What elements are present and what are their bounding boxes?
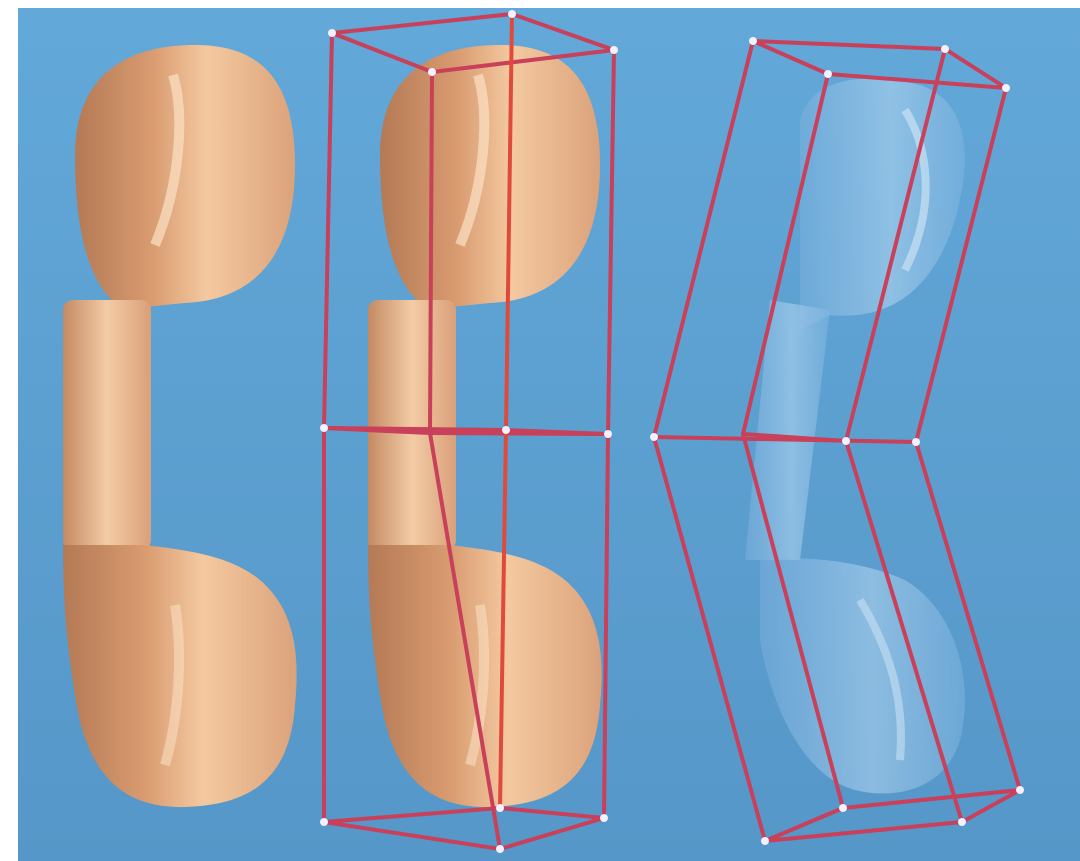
ffd-illustration (0, 0, 1080, 861)
